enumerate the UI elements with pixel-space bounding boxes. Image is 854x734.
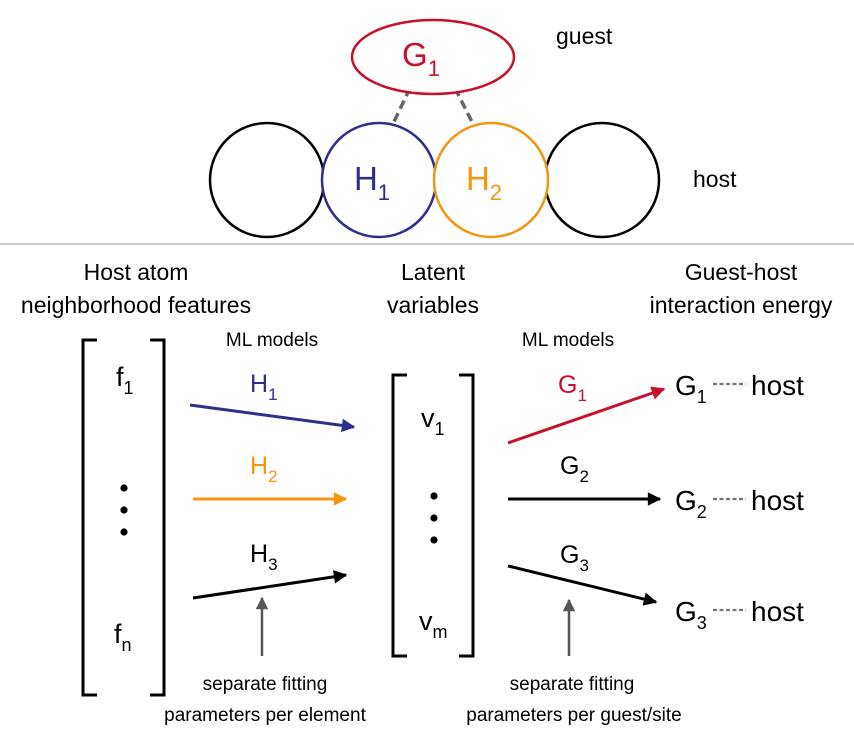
host-atom-h1-label: H1	[354, 160, 390, 205]
host-label: host	[693, 166, 737, 192]
feature-vector: f1 fn	[81, 338, 166, 697]
h1-model-label: H1	[250, 370, 278, 404]
latent-heading-line2: variables	[387, 292, 479, 318]
output-g3-letter: G	[675, 596, 697, 627]
latent-first-letter: v	[421, 403, 435, 433]
h2-letter: H	[466, 160, 490, 197]
latent-first: v1	[421, 403, 445, 439]
bond-guest-h2	[453, 87, 476, 127]
h1-sub: 1	[378, 180, 390, 205]
output-g1-host: host	[751, 370, 804, 401]
host-atom-h2	[432, 121, 550, 239]
g2-model-label: G2	[560, 452, 589, 486]
note-right-line2: parameters per guest/site	[466, 705, 681, 726]
output-g3-sub: 3	[697, 613, 707, 633]
g2-model-sub: 2	[579, 467, 588, 486]
output-g3-host: host	[751, 596, 804, 627]
note-left-line1: separate fitting	[203, 674, 328, 695]
bond-guest-h1	[390, 87, 412, 127]
feature-first: f1	[116, 362, 134, 398]
guest-host-schematic: G1 guest H1 H2 host	[208, 18, 737, 239]
interaction-energy-outputs: G1 host G2 host G3 host	[675, 370, 804, 633]
h1-letter: H	[354, 160, 378, 197]
ml-models-right-label: ML models	[522, 330, 614, 351]
feature-ellipsis-dot	[120, 528, 128, 536]
guest-ellipse-letter: G	[402, 36, 428, 73]
latent-ellipsis-dot	[430, 536, 438, 544]
feature-first-letter: f	[116, 362, 124, 392]
feature-bracket-right	[150, 338, 166, 697]
latent-bracket-right	[459, 373, 475, 658]
host-atom-h2-label: H2	[466, 160, 502, 205]
h1-model-sub: 1	[268, 385, 277, 404]
energy-heading-line1: Guest-host	[685, 259, 798, 285]
output-g2-label: G2	[675, 485, 707, 522]
g1-model-label: G1	[558, 371, 587, 405]
fitting-notes: separate fitting parameters per element …	[164, 596, 682, 726]
feature-bracket-left	[81, 338, 97, 697]
h2-model-sub: 2	[268, 467, 277, 486]
note-left-line2: parameters per element	[164, 705, 366, 726]
guest-ellipse-label: G1	[402, 36, 440, 81]
guest-model-arrows: G1 G2 G3	[507, 371, 666, 606]
ml-models-left-label: ML models	[226, 330, 318, 351]
latent-vector: v1 vm	[391, 373, 475, 658]
g1-model-letter: G	[558, 371, 577, 399]
g2-model-letter: G	[560, 452, 579, 480]
h2-model-letter: H	[250, 452, 268, 480]
latent-last-sub: m	[433, 622, 448, 642]
column-headings: Host atom neighborhood features Latent v…	[21, 259, 833, 351]
feature-last-letter: f	[114, 619, 122, 649]
feature-last-sub: n	[122, 635, 132, 655]
output-g2-letter: G	[675, 485, 697, 516]
output-g2-host: host	[751, 485, 804, 516]
h1-model-letter: H	[250, 370, 268, 398]
h2-model-label: H2	[250, 452, 278, 486]
h3-model-sub: 3	[268, 555, 277, 574]
guest-ellipse	[350, 18, 516, 96]
energy-heading-line2: interaction energy	[650, 292, 833, 318]
g3-model-letter: G	[560, 541, 579, 569]
h3-model-arrow	[192, 570, 348, 600]
features-heading-line1: Host atom	[84, 259, 189, 285]
latent-ellipsis-dot	[430, 492, 438, 500]
note-right-line1: separate fitting	[510, 674, 635, 695]
output-g1-letter: G	[675, 370, 697, 401]
g3-model-arrow	[507, 564, 658, 606]
h3-model-letter: H	[250, 540, 268, 568]
output-g1-label: G1	[675, 370, 707, 407]
g1-model-arrow	[507, 386, 666, 445]
guest-label: guest	[556, 23, 613, 49]
guest-ellipse-sub: 1	[428, 56, 440, 81]
feature-first-sub: 1	[124, 378, 134, 398]
feature-ellipsis-dot	[120, 506, 128, 514]
latent-ellipsis-dot	[430, 514, 438, 522]
feature-last: fn	[114, 619, 132, 655]
output-g3-label: G3	[675, 596, 707, 633]
h1-model-arrow	[189, 403, 356, 433]
output-g2-sub: 2	[697, 502, 707, 522]
g1-model-sub: 1	[577, 386, 586, 405]
h2-sub: 2	[490, 180, 502, 205]
features-heading-line2: neighborhood features	[21, 292, 251, 318]
h3-model-label: H3	[250, 540, 278, 574]
latent-heading-line1: Latent	[401, 259, 466, 285]
feature-ellipsis-dot	[120, 484, 128, 492]
output-g1-sub: 1	[697, 387, 707, 407]
latent-bracket-left	[391, 373, 407, 658]
host-atom-right	[543, 121, 661, 239]
latent-last: vm	[419, 606, 448, 642]
latent-first-sub: 1	[435, 419, 445, 439]
latent-last-letter: v	[419, 606, 433, 636]
g3-model-sub: 3	[579, 556, 588, 575]
g3-model-label: G3	[560, 541, 589, 575]
host-atom-left	[208, 121, 326, 239]
host-model-arrows: H1 H2 H3	[189, 370, 356, 600]
